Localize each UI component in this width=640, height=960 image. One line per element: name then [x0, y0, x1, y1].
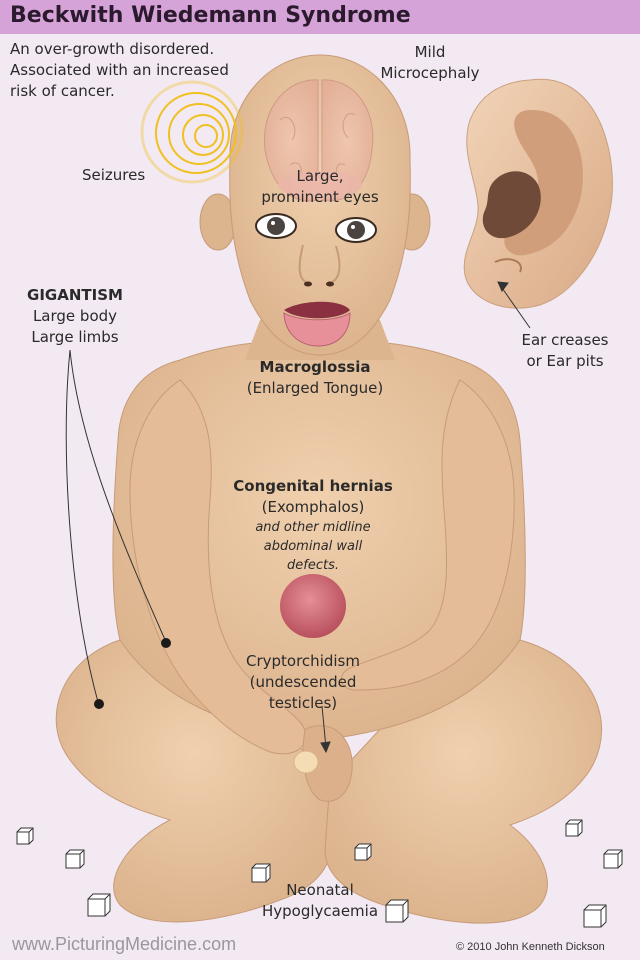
brain-overlay — [263, 79, 374, 202]
cryptorchidism-label: Cryptorchidism (undescended testicles) — [246, 652, 360, 712]
baby-head — [199, 54, 431, 356]
baby-right-arm — [340, 379, 515, 691]
macroglossia-label: Macroglossia (Enlarged Tongue) — [246, 358, 384, 397]
ear-illustration — [463, 78, 613, 309]
title-bar: Beckwith Wiedemann Syndrome — [0, 0, 640, 34]
baby-left-arm — [129, 379, 307, 755]
eyes-label: Large, prominent eyes — [261, 167, 379, 206]
intro-line: risk of cancer. — [10, 82, 115, 100]
sugar-cubes — [16, 819, 623, 928]
pointer-dot — [161, 638, 171, 648]
intro-line: An over-growth disordered. — [10, 40, 215, 58]
baby-illustration — [16, 54, 623, 928]
microcephaly-label: Mild Microcephaly — [380, 43, 480, 82]
website-text: www.PicturingMedicine.com — [12, 934, 237, 954]
copyright-text: © 2010 John Kenneth Dickson — [456, 941, 605, 953]
nose — [298, 244, 341, 283]
undescended-testicle — [293, 750, 319, 774]
pointer-dot — [94, 699, 104, 709]
page-title: Beckwith Wiedemann Syndrome — [10, 3, 411, 28]
intro-line: Associated with an increased — [10, 61, 229, 79]
seizure-rings — [140, 80, 244, 184]
exomphalos-hernia — [280, 574, 346, 638]
seizures-label: Seizures — [82, 166, 146, 184]
hypoglycaemia-label: Neonatal Hypoglycaemia — [261, 881, 379, 920]
ear-label: Ear creases or Ear pits — [521, 331, 609, 370]
eyes — [255, 213, 377, 243]
intro-text: An over-growth disordered. Associated wi… — [10, 39, 229, 102]
genitals — [293, 725, 353, 802]
enlarged-tongue — [283, 301, 351, 347]
gigantism-label: GIGANTISM Large body Large limbs — [27, 286, 123, 346]
pointer-lines — [65, 281, 531, 754]
hernia-label: Congenital hernias (Exomphalos) and othe… — [233, 477, 393, 573]
